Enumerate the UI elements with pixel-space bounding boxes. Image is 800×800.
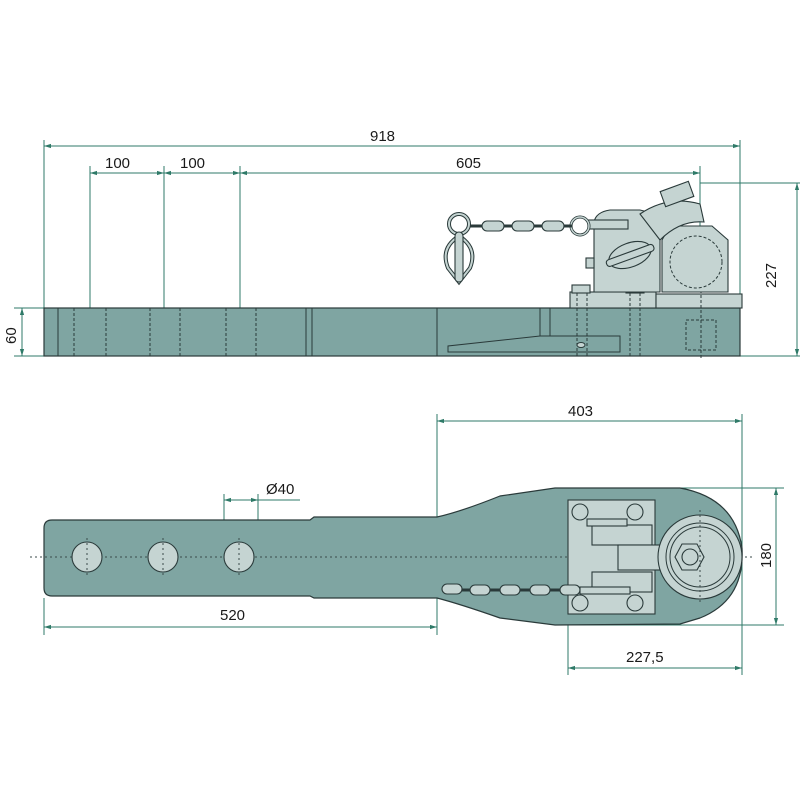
side-hidden-holes xyxy=(73,308,257,356)
hole-2 xyxy=(147,541,179,573)
top-dimension-lines xyxy=(44,418,779,671)
top-view: 403 Ø40 520 180 227,5 xyxy=(30,403,784,675)
dim-bar-height: 60 xyxy=(3,327,20,344)
lever-arm xyxy=(639,200,705,241)
side-pin-hole xyxy=(576,342,586,348)
dim-hole-pitch-1: 100 xyxy=(105,155,130,172)
adjustment-holes xyxy=(71,538,255,576)
lever-top xyxy=(586,518,628,527)
side-dimension-lines xyxy=(19,143,800,356)
base-plate xyxy=(569,291,657,309)
hidden-ring xyxy=(669,235,723,289)
linch-pin xyxy=(454,231,464,283)
ring-base xyxy=(655,293,743,309)
side-hidden-bolts xyxy=(576,230,717,358)
side-view: 918 100 100 605 227 60 xyxy=(3,128,800,358)
dim-plate-to-end: 227,5 xyxy=(626,649,664,666)
chain-bracket xyxy=(587,219,629,230)
dim-shank-length: 520 xyxy=(220,607,245,624)
dim-hole-diameter: Ø40 xyxy=(266,481,294,498)
dim-head-length: 403 xyxy=(568,403,593,420)
ring-pin xyxy=(681,548,699,566)
pin-body xyxy=(617,544,664,571)
chain-top xyxy=(441,583,631,596)
hole-1 xyxy=(71,541,103,573)
hole-3 xyxy=(223,541,255,573)
side-bolt xyxy=(585,257,595,269)
bolt-head-left xyxy=(571,284,591,294)
side-bar-edges xyxy=(57,308,621,356)
drawbar-side xyxy=(43,307,741,357)
locking-pin-handle xyxy=(605,243,655,268)
dim-overall-length: 918 xyxy=(370,128,395,145)
plate-bolts xyxy=(571,503,644,612)
jaw-upper xyxy=(591,524,653,546)
dim-hole-pitch-2: 100 xyxy=(180,155,205,172)
dim-head-width: 180 xyxy=(758,543,775,568)
dim-to-pin: 605 xyxy=(456,155,481,172)
dim-height: 227 xyxy=(763,263,780,288)
chain-side xyxy=(443,212,591,286)
lever-nut xyxy=(659,180,695,208)
